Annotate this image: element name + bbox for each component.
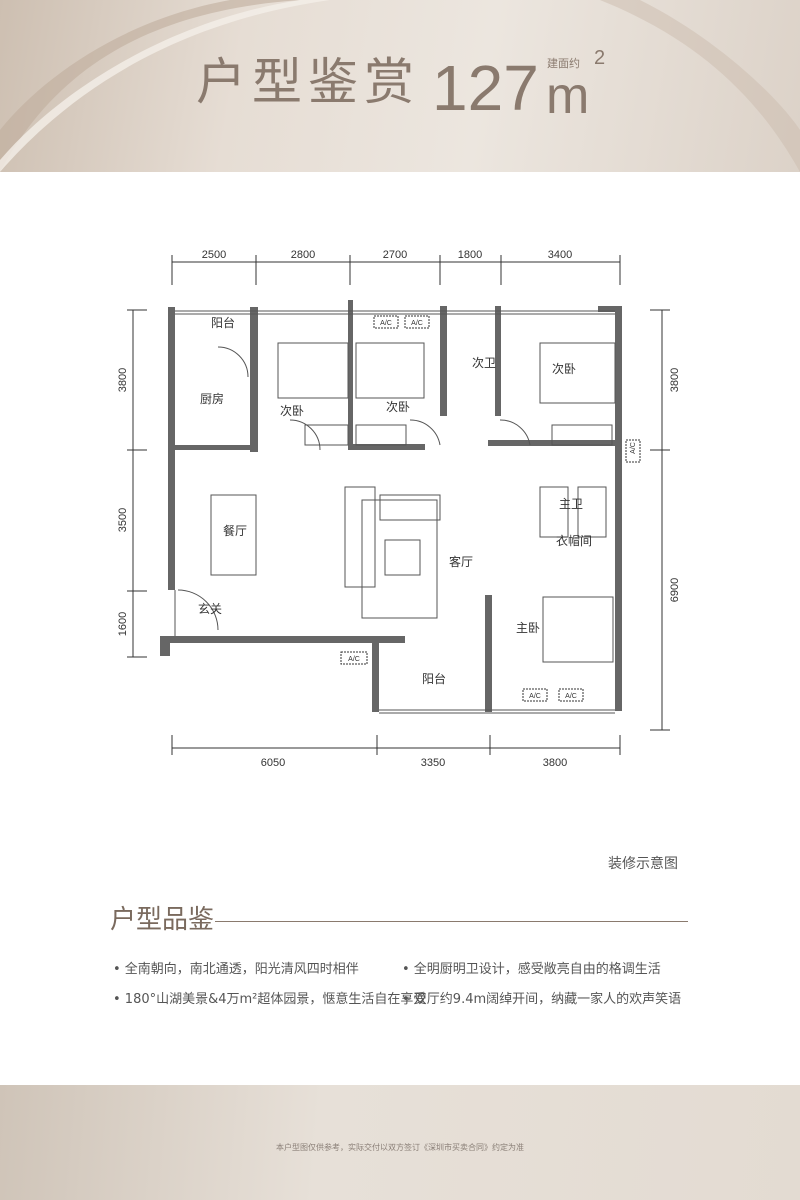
dim-top-2: 2800: [291, 249, 315, 261]
features-divider: [215, 921, 688, 922]
room-balcony-north: 阳台: [211, 315, 235, 330]
floor-plan: 2500 2800 2700 1800 3400 3800 3500 1600 …: [117, 249, 681, 769]
feature-item: • 全南朝向，南北通透，阳光清风四时相伴: [113, 962, 359, 977]
features-title: 户型品鉴: [110, 905, 215, 935]
feature-item: • 180°山湖美景&4万m²超体园景，惬意生活自在享受: [113, 992, 427, 1007]
walls: [160, 300, 622, 712]
room-balcony-south: 阳台: [422, 671, 446, 686]
dim-top-1: 2500: [202, 249, 226, 261]
room-foyer: 玄关: [198, 601, 222, 616]
dim-top-3: 2700: [383, 249, 407, 261]
disclaimer: 本户型图仅供参考，实际交付以双方签订《深圳市买卖合同》约定为准: [276, 1143, 524, 1152]
ac-units: [340, 315, 641, 702]
room-kitchen: 厨房: [200, 391, 224, 406]
dim-left-1: 3800: [117, 368, 129, 392]
dim-top-5: 3400: [548, 249, 572, 261]
dim-top-4: 1800: [458, 249, 482, 261]
room-bedroom-2b: 次卧: [386, 400, 410, 414]
room-bedroom-2a: 次卧: [280, 404, 304, 418]
area-note: 建面约: [547, 57, 580, 70]
windows-and-furniture: [174, 310, 616, 714]
room-master-bedroom: 主卧: [516, 621, 540, 635]
ac-label: A/C: [411, 320, 423, 327]
dim-bottom-2: 3350: [421, 757, 445, 769]
page-title: 户型鉴赏: [196, 53, 420, 111]
area-unit-superscript: 2: [594, 47, 606, 69]
room-closet: 衣帽间: [556, 533, 592, 548]
area-value: 127: [432, 52, 539, 124]
dim-left-3: 1600: [117, 612, 129, 636]
decorative-swoosh: [0, 0, 800, 172]
dim-bottom-3: 3800: [543, 757, 567, 769]
area-unit: m: [546, 67, 590, 125]
ac-label: A/C: [348, 656, 360, 663]
room-dining: 餐厅: [223, 523, 247, 538]
dim-right-2: 6900: [669, 578, 681, 602]
dim-left-2: 3500: [117, 508, 129, 532]
dim-right-1: 3800: [669, 368, 681, 392]
ac-label: A/C: [565, 693, 577, 700]
room-bath-2: 次卫: [472, 356, 496, 370]
dim-bottom-1: 6050: [261, 757, 285, 769]
dimension-lines: [127, 255, 670, 755]
room-master-bath: 主卫: [559, 497, 583, 511]
feature-item: • 双厅约9.4m阔绰开间，纳藏一家人的欢声笑语: [402, 992, 682, 1007]
feature-item: • 全明厨明卫设计，感受敞亮自由的格调生活: [402, 962, 661, 977]
footer-banner: [0, 1085, 800, 1200]
ac-label: A/C: [630, 442, 637, 454]
ac-label: A/C: [380, 320, 392, 327]
header-banner: 户型鉴赏 127 建面约 m 2: [0, 0, 800, 172]
room-living: 客厅: [449, 554, 473, 569]
room-bedroom-2c: 次卧: [552, 362, 576, 376]
decoration-note: 装修示意图: [608, 856, 678, 872]
ac-label: A/C: [529, 693, 541, 700]
